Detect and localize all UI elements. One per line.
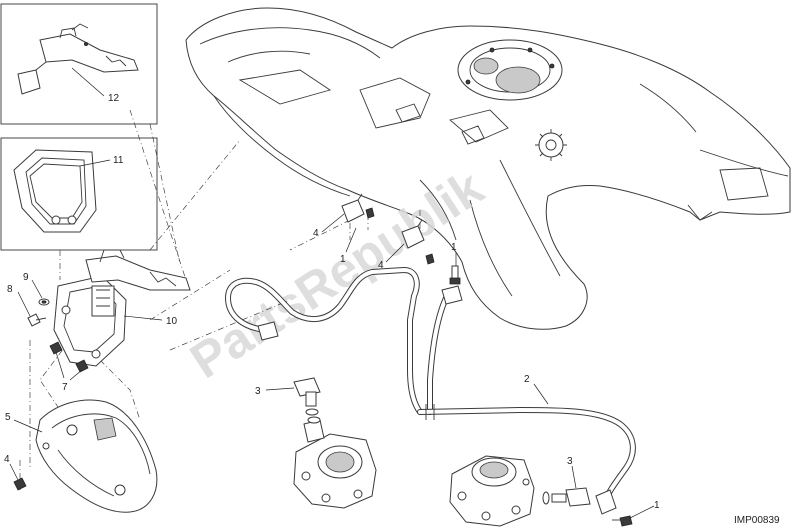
- sensor-bracket-12: [17, 23, 139, 95]
- fitting-3b: [542, 487, 591, 507]
- hose-vertical: [427, 285, 463, 415]
- assembly-lines: [19, 109, 421, 490]
- brake-caliper-right: [449, 455, 535, 527]
- washer-9: [38, 298, 50, 306]
- callout-12: 12: [108, 93, 120, 104]
- bracket-4b: [401, 219, 435, 265]
- callout-1a: 1: [340, 254, 346, 265]
- callout-3a: 3: [255, 386, 261, 397]
- callout-4b: 4: [378, 260, 384, 271]
- bolt-1c: [612, 515, 633, 527]
- callout-2: 2: [524, 374, 530, 385]
- bolt-1b: [449, 265, 461, 285]
- callout-5: 4: [4, 454, 10, 465]
- callout-3b: 3: [567, 456, 573, 467]
- callout-6: 5: [5, 412, 11, 423]
- watermark: PartsRepublik: [180, 159, 493, 389]
- screw-7: [49, 341, 89, 373]
- callout-7: 7: [62, 382, 68, 393]
- callout-1c: 1: [654, 500, 660, 511]
- inset-box-11: 11: [0, 137, 158, 251]
- bracket-4a: [341, 193, 375, 223]
- inset-box-12: 12: [0, 3, 158, 125]
- screw-5: [13, 477, 27, 491]
- hose-2: [417, 404, 636, 515]
- screw-8: [27, 313, 47, 327]
- brake-caliper-left: [293, 416, 377, 509]
- cover-6: [35, 399, 158, 513]
- fitting-3a: [293, 377, 321, 416]
- callout-8: 8: [7, 284, 13, 295]
- fuel-tank: [185, 7, 791, 330]
- callout-4a: 4: [313, 228, 319, 239]
- gear-icon: [535, 129, 567, 161]
- hose-left: [225, 267, 423, 415]
- gasket-11: [13, 149, 97, 233]
- callout-1b: 1: [451, 242, 457, 253]
- drawing-code: IMP00839: [734, 515, 780, 526]
- callout-9: 9: [23, 272, 29, 283]
- level-sensor-assembly-10: [53, 249, 191, 367]
- callout-10: 10: [166, 316, 178, 327]
- callout-11: 11: [113, 155, 124, 166]
